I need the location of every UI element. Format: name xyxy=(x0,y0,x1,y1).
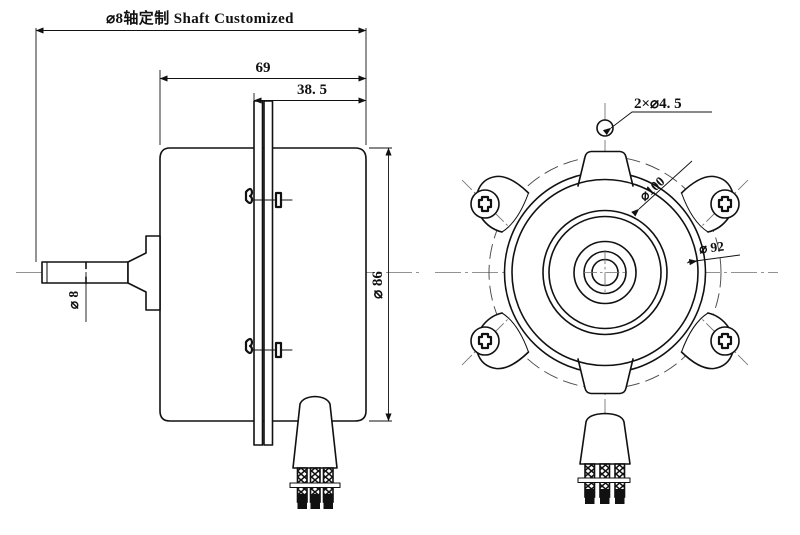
cable-tie-band xyxy=(289,482,341,489)
flange-screw-lower xyxy=(244,337,293,359)
cable-tie-band xyxy=(577,477,631,484)
cable-exit-front xyxy=(577,412,631,504)
dim-label-d8: ⌀ 8 xyxy=(66,291,81,310)
dim-label-d92: ⌀ 92 xyxy=(698,239,725,257)
end-cap-inner-circle xyxy=(511,178,699,367)
front-end-view: 2×⌀4. 5 ⌀100 ⌀ 92 xyxy=(435,96,778,504)
mount-hole-top xyxy=(596,119,614,137)
cable-grommet xyxy=(292,395,338,469)
shaft-cone xyxy=(127,235,161,311)
hub-boss-inner xyxy=(548,215,662,330)
dim-label-69: 69 xyxy=(256,60,271,76)
drawing-title: ⌀8轴定制 Shaft Customized xyxy=(106,9,294,27)
mount-lug-top xyxy=(577,150,634,187)
output-shaft xyxy=(41,235,161,311)
mounting-flange-plate xyxy=(253,100,274,446)
corner-tab-screw-bottom-left xyxy=(461,316,511,366)
corner-tab-screw-top-left xyxy=(461,179,511,229)
corner-tab-screw-top-right xyxy=(699,179,749,229)
cable-exit-side xyxy=(289,395,341,509)
dim-label-2xd45: 2×⌀4. 5 xyxy=(634,96,682,112)
hub-boss-outer xyxy=(542,209,668,336)
flange-screw-upper xyxy=(244,187,293,209)
dim-leader-2xd45: 2×⌀4. 5 xyxy=(602,96,712,136)
cable-bundle xyxy=(289,467,341,509)
corner-tab-screw-bottom-right xyxy=(699,316,749,366)
dim-label-d86: ⌀ 86 xyxy=(370,271,386,299)
cable-grommet xyxy=(579,412,631,465)
side-elevation-view: ⌀8轴定制 Shaft Customized 69 38. 5 ⌀ 86 ⌀ 8 xyxy=(16,9,420,509)
dim-label-38-5: 38. 5 xyxy=(297,82,327,98)
bearing-boss-outer xyxy=(573,240,637,305)
dim-leader-d92: ⌀ 92 xyxy=(686,239,741,266)
mount-lug-bottom xyxy=(577,358,634,395)
end-cap-housing xyxy=(475,150,735,395)
cable-bundle xyxy=(577,463,631,504)
